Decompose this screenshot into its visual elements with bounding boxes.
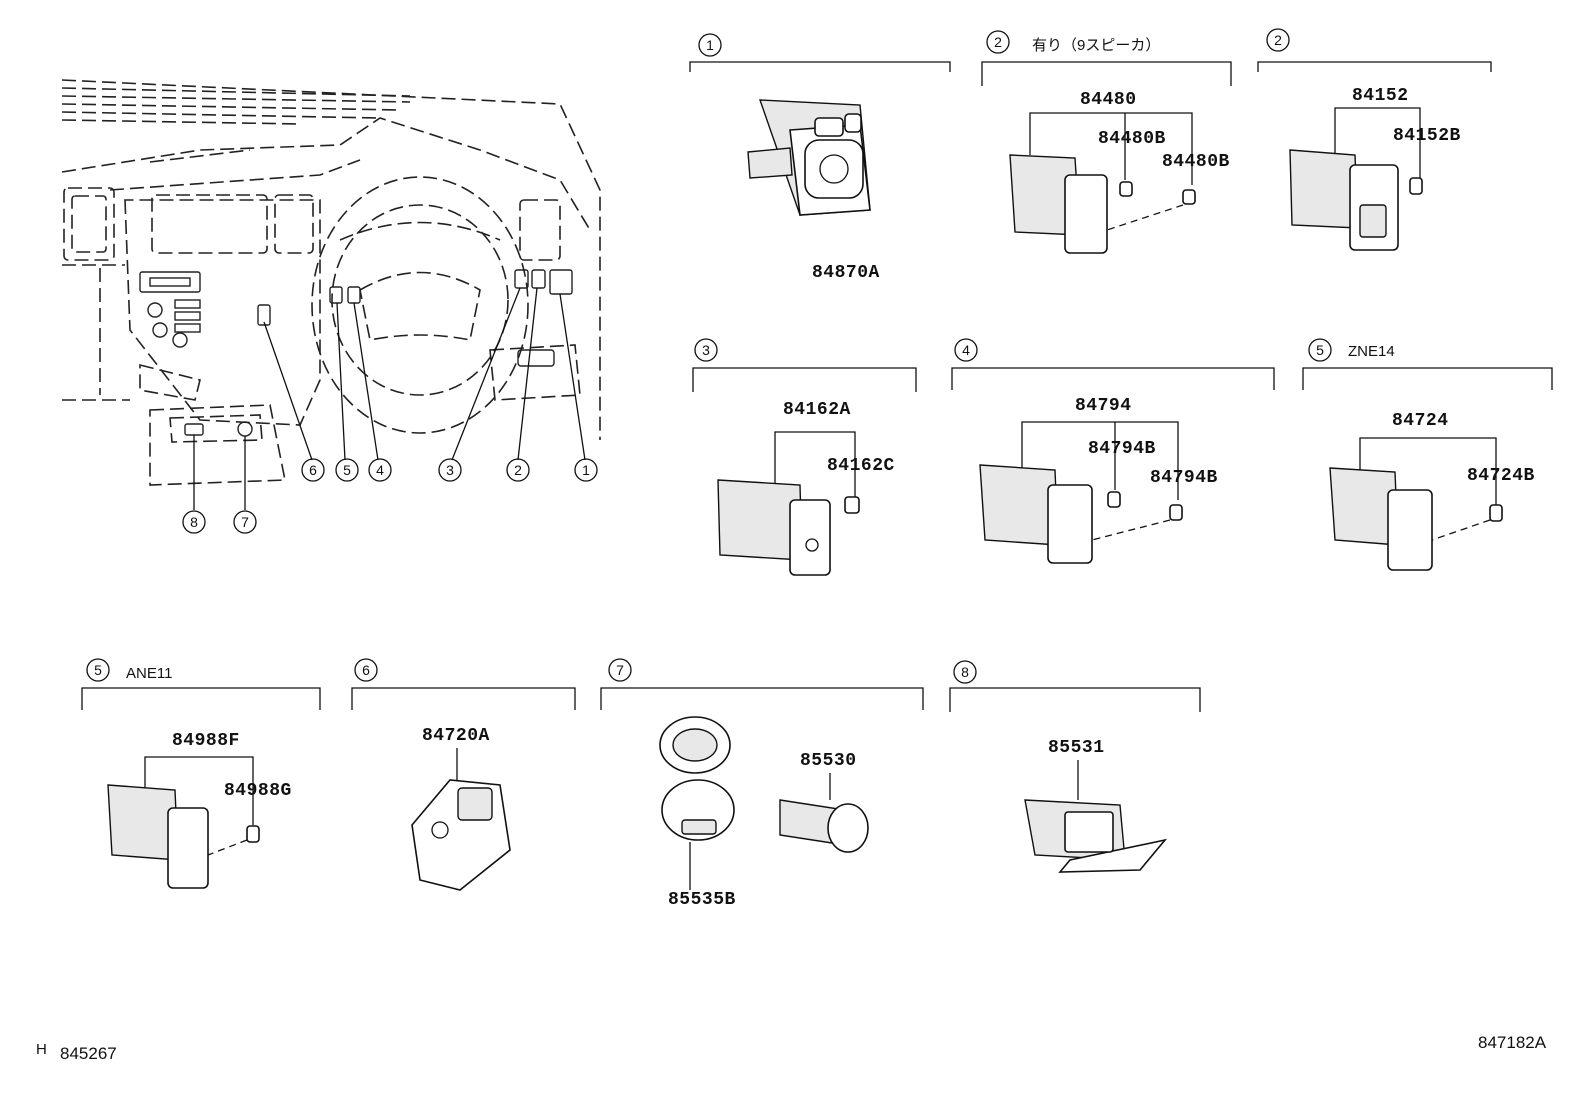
part-group-6: 6 84720A	[351, 658, 576, 891]
part-group-2-9-speaker: 2 有り（9スピーカ） 84480 84480B 84480B	[981, 30, 1232, 254]
part-number: 84794B	[1150, 468, 1218, 488]
overview-callout-label: 7	[241, 514, 249, 530]
group-note: 有り（9スピーカ）	[1032, 37, 1160, 54]
group-callout-label: 8	[961, 664, 969, 680]
part-number: 84152B	[1393, 126, 1461, 146]
cigarette-lighter-socket-drawing	[659, 716, 735, 841]
part-group-2: 2 84152 84152B	[1257, 28, 1492, 251]
part-group-4: 4 84794 84794B 84794B	[951, 338, 1275, 564]
group-bracket	[689, 61, 951, 72]
group-callout-label: 4	[962, 342, 970, 358]
part-group-3: 3 84162A 84162C	[692, 338, 917, 576]
group-callout-label: 5	[94, 662, 102, 678]
part-number: 84870A	[812, 263, 880, 283]
part-number: 84988F	[172, 731, 240, 751]
overview-callout-label: 8	[190, 514, 198, 530]
switch-drawing	[1009, 154, 1196, 254]
part-number: 84724	[1392, 411, 1449, 431]
group-bracket	[351, 687, 576, 710]
group-bracket	[1257, 61, 1492, 72]
switch-drawing	[107, 784, 260, 889]
part-number: 85535B	[668, 890, 736, 910]
overview-callout-3: 3	[438, 458, 462, 482]
overview-callout-label: 4	[376, 462, 384, 478]
overview-callout-1: 1	[574, 458, 598, 482]
overview-callout-label: 1	[582, 462, 590, 478]
overview-callout-8: 8	[182, 510, 206, 534]
overview-callout-label: 5	[343, 462, 351, 478]
part-group-1: 1 84870A	[689, 33, 951, 283]
overview-callout-label: 3	[446, 462, 454, 478]
footer-right-code: 847182A	[1478, 1033, 1547, 1052]
group-callout-label: 1	[706, 37, 714, 53]
overview-callout-5: 5	[335, 458, 359, 482]
part-group-8: 8 85531	[949, 660, 1201, 873]
group-bracket	[951, 367, 1275, 390]
part-number: 85531	[1048, 738, 1105, 758]
overview-callout-7: 7	[233, 510, 257, 534]
group-bracket	[1302, 367, 1553, 390]
fog-switch-drawing	[717, 479, 860, 576]
part-number: 84724B	[1467, 466, 1535, 486]
overview-callout-label: 2	[514, 462, 522, 478]
group-callout-label: 2	[1274, 32, 1282, 48]
group-bracket	[981, 61, 1232, 86]
group-callout-label: 2	[994, 34, 1002, 50]
part-number: 85530	[800, 751, 857, 771]
group-bracket	[81, 687, 321, 710]
ashtray-drawing	[1024, 799, 1168, 873]
part-number: 84794	[1075, 396, 1132, 416]
dimmer-switch-drawing	[1289, 149, 1423, 251]
group-bracket	[949, 687, 1201, 712]
part-number: 84794B	[1088, 439, 1156, 459]
part-number: 84162A	[783, 400, 851, 420]
footer-left-code: 845267	[60, 1044, 117, 1063]
group-bracket	[692, 367, 917, 392]
overview-callout-label: 6	[309, 462, 317, 478]
group-note: ZNE14	[1348, 343, 1395, 360]
part-number: 84480	[1080, 90, 1137, 110]
part-group-5-zne14: 5 ZNE14 84724 84724B	[1302, 338, 1553, 571]
part-number: 84480B	[1098, 129, 1166, 149]
part-number: 84988G	[224, 781, 292, 801]
part-number: 84152	[1352, 86, 1409, 106]
group-callout-label: 3	[702, 342, 710, 358]
cigarette-lighter-drawing	[779, 799, 869, 853]
part-number: 84720A	[422, 726, 490, 746]
part-group-5-ane11: 5 ANE11 84988F 84988G	[81, 658, 321, 889]
group-bracket	[600, 687, 924, 710]
part-group-7: 7 85535B 85530	[600, 658, 924, 910]
wiper-switch-drawing	[979, 464, 1183, 564]
switch-drawing	[1329, 467, 1503, 571]
part-number: 84480B	[1162, 152, 1230, 172]
overview-callout-4: 4	[368, 458, 392, 482]
footer-prefix: H	[36, 1041, 47, 1058]
group-note: ANE11	[126, 665, 172, 682]
mirror-switch-drawing	[747, 99, 871, 216]
overview-callout-6: 6	[301, 458, 325, 482]
overview-callout-2: 2	[506, 458, 530, 482]
heater-switch-drawing	[411, 779, 511, 891]
group-callout-label: 6	[362, 662, 370, 678]
group-callout-label: 5	[1316, 342, 1324, 358]
part-number: 84162C	[827, 456, 895, 476]
group-callout-label: 7	[616, 662, 624, 678]
dashboard-overview-illustration	[61, 79, 601, 510]
